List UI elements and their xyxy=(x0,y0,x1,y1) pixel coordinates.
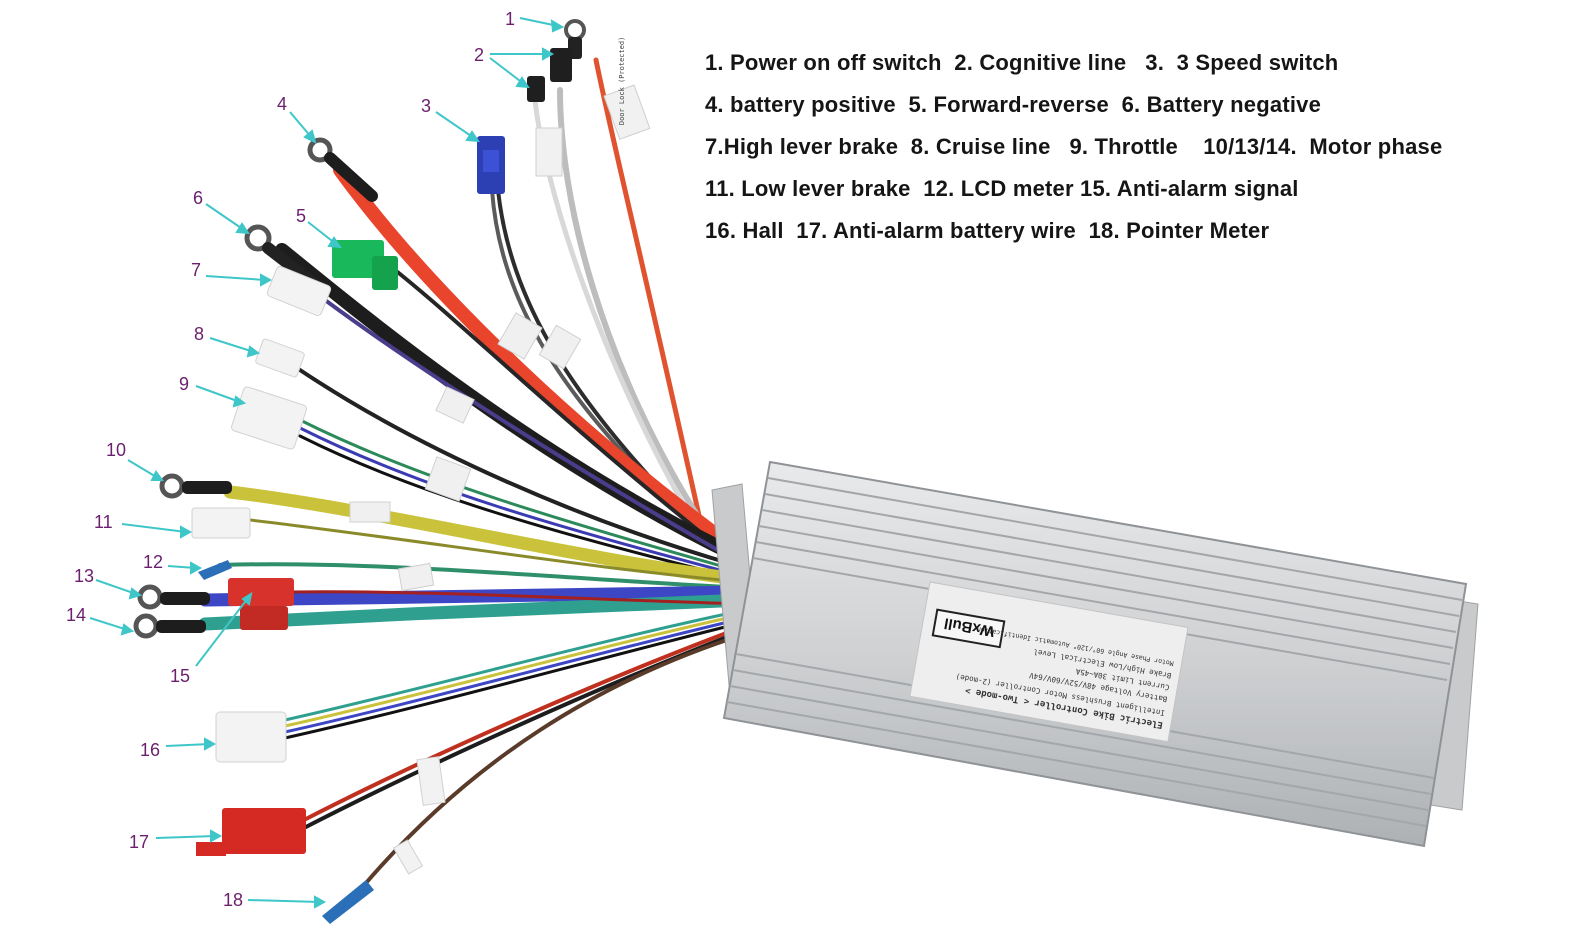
connectors: Door Lock (Protected) xyxy=(133,19,651,924)
controller-label-plate: WxBull Electric Bike Controller < Two-mo… xyxy=(909,581,1189,743)
callout-11: 11 xyxy=(94,512,113,532)
wire-battery-positive xyxy=(333,163,737,552)
ring-terminal-10 xyxy=(159,473,185,499)
arrow-8 xyxy=(209,337,261,358)
callout-3: 3 xyxy=(421,96,431,116)
arrow-4 xyxy=(289,111,317,144)
callout-18: 18 xyxy=(223,890,243,910)
wire-forward-reverse xyxy=(393,268,722,550)
legend-line-4: 11. Low lever brake 12. LCD meter 15. An… xyxy=(705,176,1299,201)
callout-17: 17 xyxy=(129,832,149,852)
connector-9 xyxy=(231,386,307,450)
arrow-11 xyxy=(121,523,193,539)
ring-terminal-14 xyxy=(133,613,159,639)
wire-throttle xyxy=(298,418,737,572)
tag-door-lock: Door Lock (Protected) xyxy=(603,37,651,140)
arrow-10 xyxy=(127,459,164,481)
controller-housing: WxBull Electric Bike Controller < Two-mo… xyxy=(711,460,1479,848)
brand-box xyxy=(931,608,1006,649)
wire-power-switch xyxy=(593,57,703,523)
ring-terminal-4 xyxy=(307,137,333,163)
ring-terminal-6 xyxy=(244,224,272,252)
connector-16-hall xyxy=(215,711,287,763)
callout-16: 16 xyxy=(140,740,160,760)
connector-18 xyxy=(322,880,374,924)
legend-line-3: 7.High lever brake 8. Cruise line 9. Thr… xyxy=(705,134,1443,159)
callout-10: 10 xyxy=(106,440,126,460)
wire-anti-alarm-battery xyxy=(298,624,747,824)
callout-5: 5 xyxy=(296,206,306,226)
callout-8: 8 xyxy=(194,324,204,344)
arrow-9 xyxy=(195,385,247,408)
arrow-12 xyxy=(167,561,203,575)
wire-cruise xyxy=(298,368,737,567)
ring-terminal-13 xyxy=(137,584,163,610)
legend-line-5: 16. Hall 17. Anti-alarm battery wire 18.… xyxy=(705,218,1270,243)
connector-7 xyxy=(266,266,332,316)
wire-high-brake xyxy=(323,298,737,562)
arrow-3 xyxy=(435,111,480,143)
callout-13: 13 xyxy=(74,566,94,586)
wire-anti-alarm xyxy=(288,590,747,606)
callout-numbers: 1 2 3 4 5 6 7 8 9 10 11 12 13 14 15 16 1… xyxy=(66,9,515,910)
arrow-18 xyxy=(247,895,327,909)
connector-2 xyxy=(550,48,572,82)
arrow-14 xyxy=(89,617,135,636)
tag-recognition xyxy=(535,127,563,177)
connector-15-red xyxy=(228,578,294,606)
connector-5-green xyxy=(332,240,384,278)
callout-15: 15 xyxy=(170,666,190,686)
connector-17-red xyxy=(222,808,306,854)
legend-line-2: 4. battery positive 5. Forward-reverse 6… xyxy=(705,92,1322,117)
wire-hall xyxy=(283,608,747,722)
wire-phase-yellow xyxy=(223,485,752,587)
callout-14: 14 xyxy=(66,605,86,625)
connector-11 xyxy=(191,507,251,539)
connector-8 xyxy=(255,338,305,378)
wire-bundle xyxy=(198,57,752,892)
arrow-5 xyxy=(307,221,342,249)
arrow-13 xyxy=(95,579,143,600)
arrow-7 xyxy=(205,273,273,287)
callout-2: 2 xyxy=(474,45,484,65)
callout-4: 4 xyxy=(277,94,287,114)
wire-lcd-meter xyxy=(218,562,747,590)
wire-pointer-meter xyxy=(358,632,747,892)
callout-6: 6 xyxy=(193,188,203,208)
callout-9: 9 xyxy=(179,374,189,394)
arrow-16 xyxy=(165,737,217,751)
callout-7: 7 xyxy=(191,260,201,280)
arrow-2 xyxy=(489,47,555,89)
connector-12 xyxy=(198,560,232,580)
callout-arrows xyxy=(89,17,565,909)
arrow-15 xyxy=(195,591,253,667)
ring-terminal-1 xyxy=(564,19,586,41)
legend-line-1: 1. Power on off switch 2. Cognitive line… xyxy=(705,50,1339,75)
arrow-17 xyxy=(155,829,223,843)
arrow-6 xyxy=(205,203,250,235)
arrow-1 xyxy=(519,17,565,33)
svg-text:Door Lock (Protected): Door Lock (Protected) xyxy=(618,37,626,126)
callout-1: 1 xyxy=(505,9,515,29)
wire-legend: 1. Power on off switch 2. Cognitive line… xyxy=(705,46,1442,256)
callout-12: 12 xyxy=(143,552,163,572)
wire-low-brake xyxy=(248,518,747,584)
